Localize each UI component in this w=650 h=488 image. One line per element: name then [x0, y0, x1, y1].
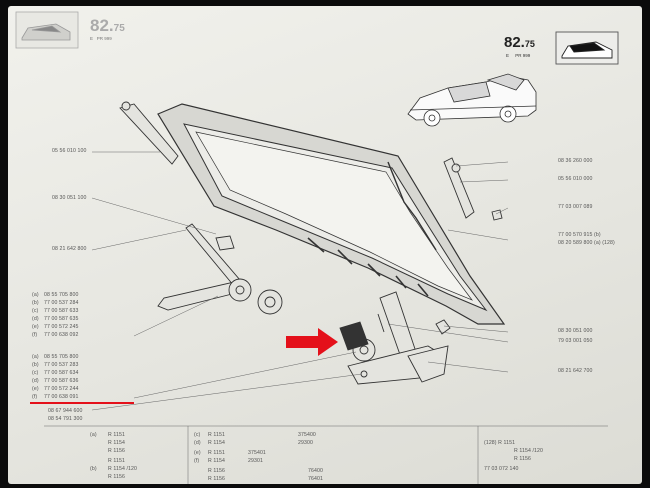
- legend-model: R 1151: [208, 450, 225, 456]
- tailgate-frame: [157, 103, 506, 325]
- legend-row: 77 03 072 140: [484, 466, 519, 472]
- part-ref: 08 20 589 800 (a) (128): [558, 240, 615, 246]
- part-ref: 05 56 010 000: [558, 176, 593, 182]
- part-key: (a): [32, 354, 39, 360]
- legend-serial: 375401: [248, 450, 266, 456]
- parts-diagram: [15, 11, 619, 484]
- gas-strut-left: [157, 223, 283, 315]
- plate-code-left: E PR 999: [90, 36, 112, 41]
- part-ref: 77 00 587 635: [44, 316, 79, 322]
- legend-model: R 1151: [108, 432, 125, 438]
- part-key: (b): [32, 362, 39, 368]
- part-key: (d): [32, 378, 39, 384]
- part-ref: 77 00 537 284: [44, 300, 79, 306]
- part-ref: 77 00 570 915 (b): [558, 232, 601, 238]
- legend-serial: 375400: [298, 432, 316, 438]
- part-ref: 77 00 638 092: [44, 332, 79, 338]
- part-ref: 08 30 051 100: [52, 195, 87, 201]
- part-ref: 77 00 587 633: [44, 308, 79, 314]
- legend-model: R 1154: [208, 458, 225, 464]
- hinge-arm-left-top: [119, 101, 179, 165]
- hinge-arm-right: [443, 157, 503, 221]
- thumbnail-car-right: [555, 31, 619, 65]
- legend-serial: 29300: [298, 440, 313, 446]
- part-ref: 77 03 007 089: [558, 204, 593, 210]
- part-ref: 08 55 705 800: [44, 292, 79, 298]
- legend-serial: 76401: [308, 476, 323, 482]
- part-ref: 08 55 705 800: [44, 354, 79, 360]
- legend-model: R 1156: [208, 476, 225, 482]
- part-ref: 77 00 537 283: [44, 362, 79, 368]
- thumbnail-car-left: [15, 11, 79, 49]
- plate-main: 82.: [504, 34, 525, 51]
- legend-model: R 1154: [108, 440, 125, 446]
- legend-key: (f): [194, 458, 200, 464]
- plate-number-right: 82.75: [504, 34, 535, 51]
- legend-model: R 1151: [208, 432, 225, 438]
- part-ref: 05 56 010 100: [52, 148, 87, 154]
- part-key: (d): [32, 316, 39, 322]
- part-key: (b): [32, 300, 39, 306]
- plate-sub: 75: [113, 23, 125, 34]
- legend-serial: 76400: [308, 468, 323, 474]
- part-key: (e): [32, 386, 39, 392]
- legend-row: R 1156: [514, 456, 531, 462]
- plate-sub: 75: [524, 39, 535, 49]
- legend-key: (b): [90, 466, 97, 472]
- legend-model: R 1156: [108, 474, 125, 480]
- highlight-arrow: [286, 328, 338, 356]
- legend-key: (c): [194, 432, 201, 438]
- part-ref: 77 00 572 245: [44, 324, 79, 330]
- part-key: (f): [32, 394, 38, 400]
- legend-model: R 1156: [108, 448, 125, 454]
- highlight-underline: [30, 402, 134, 404]
- part-ref: 08 67 944 600: [48, 408, 83, 414]
- legend-rules: [44, 425, 608, 484]
- legend-model: R 1154 /120: [108, 466, 137, 472]
- legend-serial: 29301: [248, 458, 263, 464]
- leader-lines: [91, 151, 509, 411]
- legend-key: (a): [90, 432, 97, 438]
- part-ref: 77 00 587 634: [44, 370, 79, 376]
- legend-model: R 1151: [108, 458, 125, 464]
- parts-catalog-page: 82.75 E PR 999 82.75 E PR 999 05 56 010 …: [8, 6, 642, 484]
- part-ref: 08 54 791 300: [48, 416, 83, 422]
- part-ref: 08 21 642 700: [558, 368, 593, 374]
- plate-code-right: E PR 999: [506, 53, 531, 58]
- legend-key: (e): [194, 450, 201, 456]
- legend-row: (128) R 1151: [484, 440, 516, 446]
- part-ref: 08 21 642 800: [52, 246, 87, 252]
- part-ref: 77 00 587 636: [44, 378, 79, 384]
- part-key: (e): [32, 324, 39, 330]
- legend-key: (d): [194, 440, 201, 446]
- car-illustration: [407, 73, 537, 127]
- part-key: (c): [32, 370, 39, 376]
- plate-number-left: 82.75: [90, 16, 125, 36]
- part-ref: 77 00 572 244: [44, 386, 79, 392]
- part-key: (a): [32, 292, 39, 298]
- part-key: (c): [32, 308, 39, 314]
- legend-model: R 1154: [208, 440, 225, 446]
- part-key: (f): [32, 332, 38, 338]
- legend-model: R 1156: [208, 468, 225, 474]
- part-ref: 79 03 001 050: [558, 338, 593, 344]
- plate-main: 82.: [90, 16, 114, 35]
- legend-row: R 1154 /120: [514, 448, 543, 454]
- part-ref: 08 36 260 000: [558, 158, 593, 164]
- hinge-linkage-lower: [339, 291, 451, 385]
- part-ref: 08 30 051 000: [558, 328, 593, 334]
- part-ref: 77 00 638 091: [44, 394, 79, 400]
